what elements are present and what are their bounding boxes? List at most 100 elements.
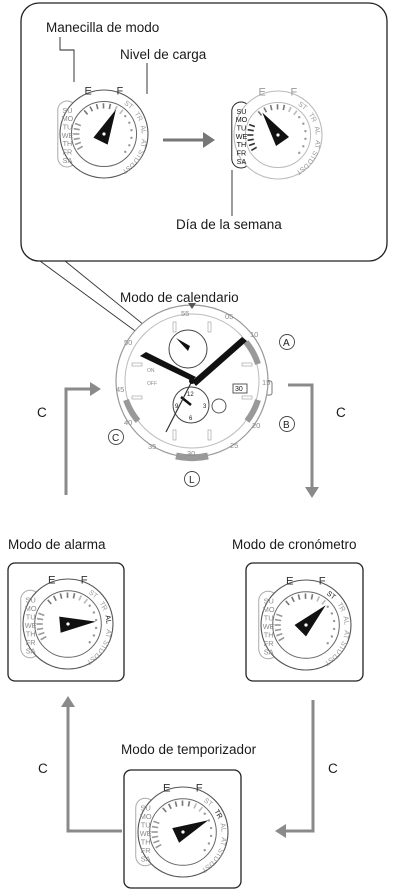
dial-dot xyxy=(124,150,127,154)
charge-tick xyxy=(174,801,178,807)
dial-dot xyxy=(92,634,96,637)
charge-tick xyxy=(269,104,273,111)
charge-tick xyxy=(263,107,268,113)
dial-tick xyxy=(151,825,159,829)
charge-f-label: F xyxy=(196,783,203,795)
weekday-label-mo: MO xyxy=(140,812,152,821)
main-watch: 55 05 10 15 20 25 30 35 40 45 50 ON OFF … xyxy=(108,303,295,487)
weekday-label-we: WE xyxy=(236,132,248,141)
button-b[interactable] xyxy=(279,416,295,432)
svg-text:55: 55 xyxy=(181,309,189,318)
button-a-label: A xyxy=(283,338,290,349)
dial-dot xyxy=(128,144,131,147)
charge-e-label: E xyxy=(163,783,171,795)
svg-text:20: 20 xyxy=(252,421,260,430)
dial-tick xyxy=(155,843,162,849)
mode-mark-at: AT xyxy=(103,629,112,639)
mode-mark-st: ST xyxy=(297,101,309,112)
charge-tick xyxy=(89,106,94,112)
dial-tick xyxy=(74,122,82,127)
dial-dot xyxy=(130,128,133,132)
weekday-label-su: SU xyxy=(141,803,151,812)
flow-arrow-head xyxy=(61,696,75,707)
svg-text:OFF: OFF xyxy=(147,381,157,387)
dial-tick xyxy=(73,127,80,131)
weekday-label-mo: MO xyxy=(62,114,74,123)
weekday-label-sa: SA xyxy=(264,648,274,657)
charge-tick xyxy=(108,103,112,110)
dial-tick xyxy=(153,839,160,844)
timer-mode-box xyxy=(123,769,242,889)
mode-hand xyxy=(93,109,116,145)
svg-text:45: 45 xyxy=(116,385,124,394)
weekday-label-su: SU xyxy=(264,596,274,605)
charge-tick xyxy=(83,598,89,604)
weekday-label-sa: SA xyxy=(63,156,73,165)
date-window-text: 30 xyxy=(235,386,243,393)
hand-pivot xyxy=(66,622,70,626)
mode-mark-at: AT xyxy=(312,140,320,150)
mode-mark-st: ST xyxy=(123,100,135,111)
flow-arrow-to-calendar xyxy=(64,387,93,495)
weekday-label-tu: TU xyxy=(63,123,73,132)
weekday-label-fr: FR xyxy=(237,149,247,158)
charge-f-label: F xyxy=(81,575,88,587)
charge-tick xyxy=(167,803,172,810)
charge-tick xyxy=(52,595,57,602)
charge-tick xyxy=(285,600,290,606)
weekday-label-fr: FR xyxy=(26,638,36,647)
weekday-label-tu: TU xyxy=(264,613,274,622)
dial-tick xyxy=(36,617,44,621)
button-l[interactable] xyxy=(184,471,200,487)
button-c-label-left: C xyxy=(37,405,47,420)
weekday-label-th: TH xyxy=(141,838,151,847)
weekday-label-th: TH xyxy=(237,140,247,149)
charge-tick xyxy=(310,594,314,600)
dial-dot xyxy=(302,145,305,148)
alarm-mode-box xyxy=(7,562,125,682)
dial-tick xyxy=(274,628,282,632)
dial-dot xyxy=(332,627,336,631)
dial-tick xyxy=(151,835,159,839)
dial-dot xyxy=(298,115,301,119)
button-c-label-bottom-left: C xyxy=(38,761,48,776)
dial-dot xyxy=(130,136,133,140)
charge-tick xyxy=(257,110,263,116)
weekday-label-tu: TU xyxy=(141,820,151,829)
mode-mark-at: AT xyxy=(341,630,350,640)
button-c-label: C xyxy=(112,433,119,444)
dial-dot xyxy=(88,604,91,608)
weekday-label-sa: SA xyxy=(141,855,151,864)
weekday-label-su: SU xyxy=(62,106,72,115)
button-c[interactable] xyxy=(108,429,124,445)
svg-text:12: 12 xyxy=(187,392,194,398)
svg-text:05: 05 xyxy=(225,312,233,321)
flow-arrow-head xyxy=(90,382,101,396)
hand-pivot xyxy=(181,830,185,834)
weekday-label-mo: MO xyxy=(236,115,248,124)
dial-tick xyxy=(248,142,256,147)
dial-tick xyxy=(38,612,45,617)
dial-tick xyxy=(274,618,282,622)
button-c-label-right: C xyxy=(336,405,346,420)
button-a[interactable] xyxy=(279,334,295,350)
weekday-label-we: WE xyxy=(140,829,152,838)
weekday-label-tu: TU xyxy=(26,612,36,621)
button-b-label: B xyxy=(283,420,290,431)
charge-tick xyxy=(293,110,298,116)
mode-hand-label: Manecilla de modo xyxy=(46,20,160,35)
dial-tick xyxy=(76,145,84,151)
flow-arrow-head xyxy=(305,487,319,498)
mode-mark-tr: TR xyxy=(212,808,224,820)
dial-tick xyxy=(153,820,160,825)
weekday-label-we: WE xyxy=(263,622,275,631)
dial-dot xyxy=(304,129,307,133)
weekday-label-th: TH xyxy=(26,630,36,639)
charge-e-label: E xyxy=(48,575,56,587)
stopwatch-mode-box xyxy=(245,562,364,682)
charge-tick xyxy=(72,593,76,599)
dial-tick xyxy=(74,141,82,146)
weekday-label-mo: MO xyxy=(263,605,275,614)
charge-level-label: Nivel de carga xyxy=(120,47,207,62)
